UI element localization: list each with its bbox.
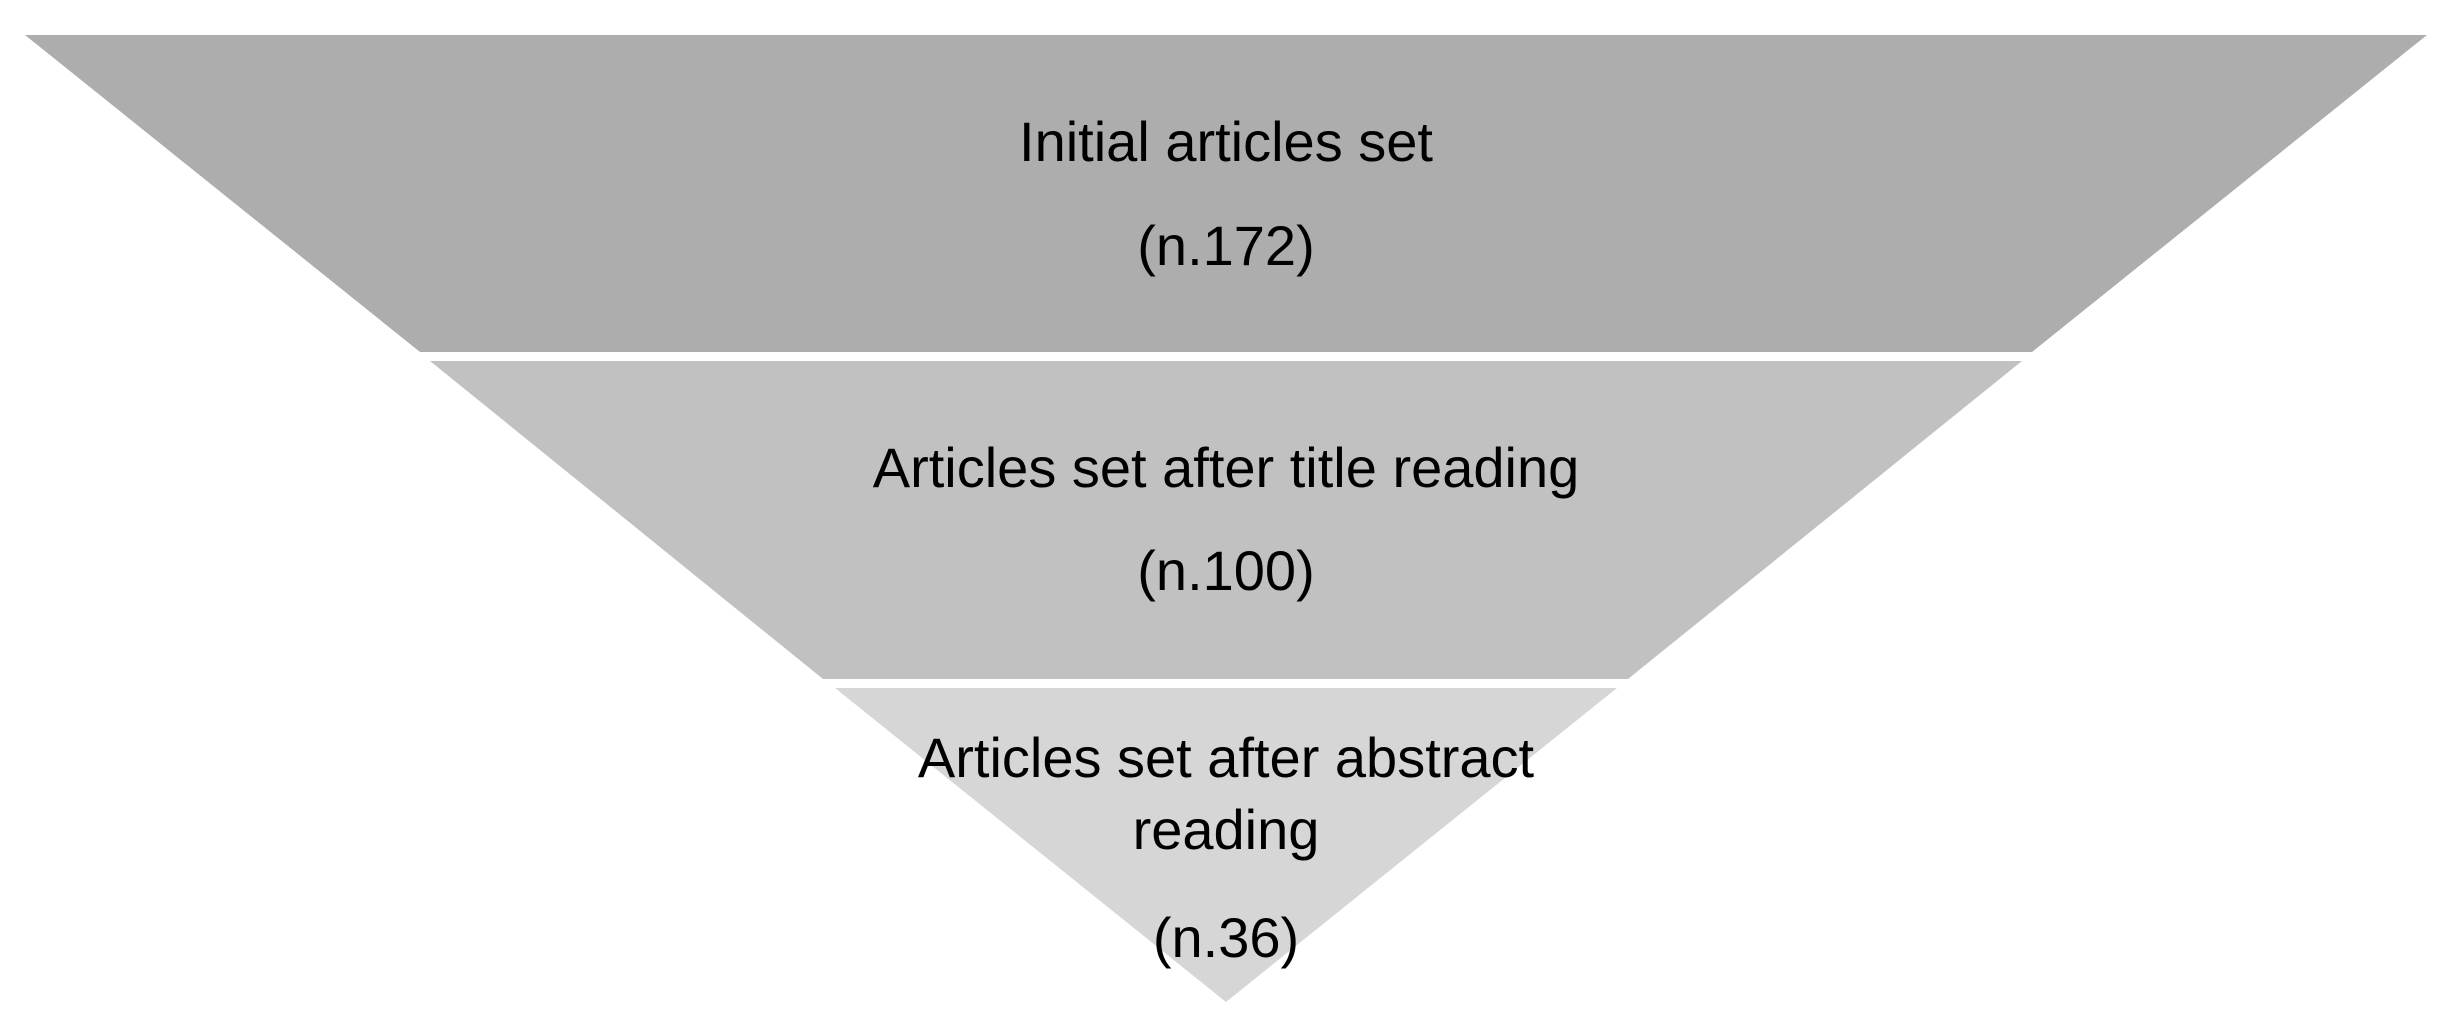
funnel-stage-3-count: (n.36) <box>1152 906 1300 969</box>
funnel-stage-2-label: Articles set after title reading <box>872 436 1580 499</box>
funnel-stage-3-label: Articles set after abstract reading <box>917 726 1535 861</box>
funnel-stage-3-shape <box>835 688 1617 1002</box>
funnel-stage-1-shape <box>25 35 2427 352</box>
funnel-stage-1-label: Initial articles set <box>1019 110 1433 173</box>
funnel-stage-1-count: (n.172) <box>1137 214 1315 277</box>
funnel-stage-2-shape <box>430 361 2022 679</box>
funnel-stage-2-count: (n.100) <box>1137 539 1315 602</box>
